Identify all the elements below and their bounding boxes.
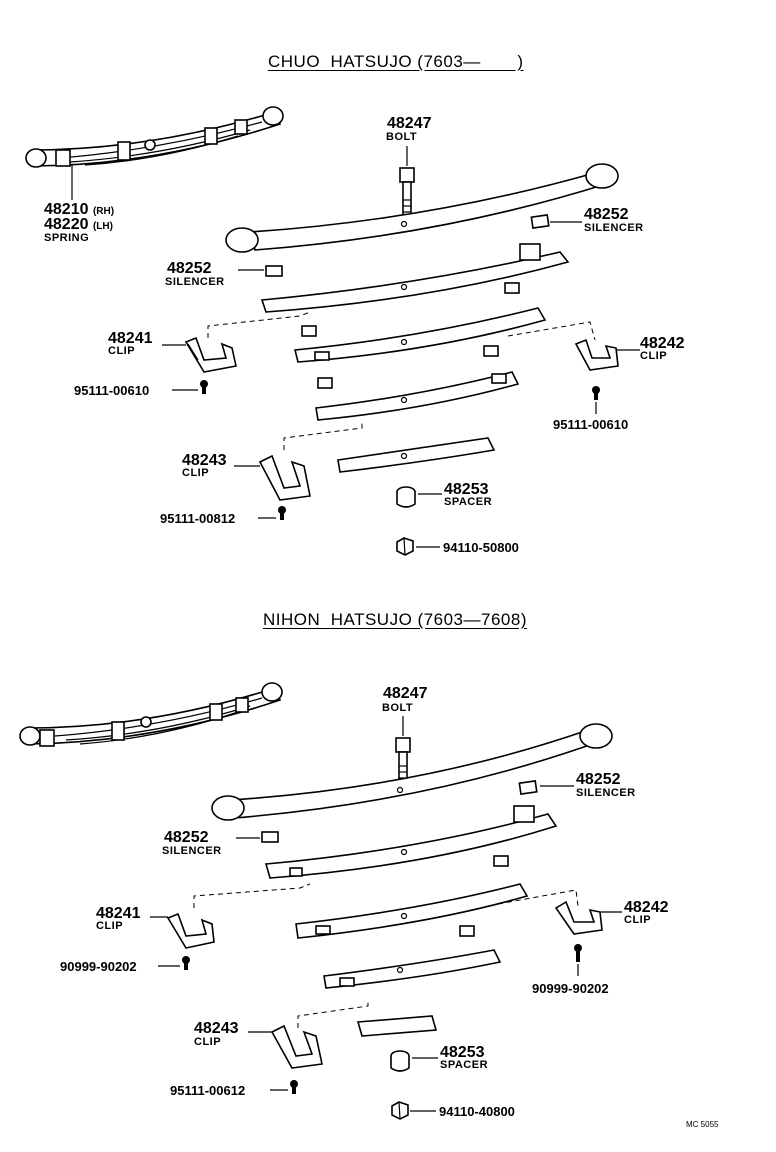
silencer-right-icon (518, 780, 538, 795)
part-number-rivet-right: 95111-00610 (553, 417, 629, 432)
silencer-icon (459, 925, 475, 937)
part-number-silencer-left: 48252 (164, 829, 209, 846)
part-name-spring: SPRING (44, 232, 90, 244)
center-bolt-icon (399, 167, 415, 221)
part-name-clip-right: CLIP (624, 914, 652, 926)
main-leaf-icon (211, 723, 613, 821)
spring-assembly-icon (19, 682, 283, 747)
part-number-nut: 94110-50800 (443, 540, 519, 555)
silencer-left-icon (261, 831, 279, 843)
part-number-rivet-right: 90999-90202 (532, 981, 609, 996)
spring-assembly-icon (25, 106, 284, 168)
silencer-icon (301, 325, 317, 337)
section-1-drawing (25, 106, 640, 556)
part-number-spacer: 48253 (444, 481, 489, 498)
section-title: CHUO HATSUJO (7603— ) (268, 52, 524, 71)
rivet-right-icon (592, 386, 600, 400)
clip-bottom-icon (258, 454, 311, 501)
rivet-bottom-icon (290, 1080, 298, 1094)
leaf-4-icon (323, 949, 502, 989)
section-title: NIHON HATSUJO (7603—7608) (263, 610, 527, 629)
part-number-rivet-left: 90999-90202 (60, 959, 137, 974)
rivet-left-icon (182, 956, 190, 970)
leaf-3-icon (293, 307, 547, 363)
clip-bottom-icon (270, 1024, 323, 1069)
silencer-icon (504, 282, 520, 294)
part-name-bolt: BOLT (382, 702, 414, 714)
part-number-bolt: 48247 (383, 685, 428, 702)
part-number-silencer-right: 48252 (584, 206, 629, 223)
clip-left-icon (184, 336, 237, 373)
part-number-clip-left: 48241 (108, 330, 153, 347)
part-name-clip-bottom: CLIP (194, 1036, 222, 1048)
part-number-spacer: 48253 (440, 1044, 485, 1061)
spacer-icon (396, 486, 416, 508)
leaf-4-icon (315, 371, 520, 421)
part-number-rivet-bottom: 95111-00812 (160, 511, 236, 526)
rivet-right-icon (574, 944, 582, 962)
part-name-clip-right: CLIP (640, 350, 668, 362)
part-name-bolt: BOLT (386, 131, 418, 143)
rivet-bottom-icon (278, 506, 286, 520)
silencer-icon (317, 377, 333, 389)
part-number-bolt: 48247 (387, 115, 432, 132)
part-number-nut: 94110-40800 (439, 1104, 515, 1119)
part-name-spacer: SPACER (444, 496, 493, 508)
clip-right-icon (554, 900, 603, 935)
part-number-spring-lh: 48220 (LH) (44, 216, 113, 233)
part-name-silencer-right: SILENCER (584, 222, 644, 234)
nut-icon (396, 537, 414, 556)
drawing-code: MC 5055 (686, 1120, 719, 1129)
part-number-spring: 48210 (RH) (44, 201, 115, 218)
rivet-left-icon (200, 380, 208, 394)
part-name-clip-bottom: CLIP (182, 467, 210, 479)
leaf-5-icon (337, 437, 496, 473)
leaf-5-icon (356, 1015, 438, 1037)
part-name-clip-left: CLIP (96, 920, 124, 932)
silencer-icon (493, 855, 509, 867)
spacer-icon (390, 1050, 410, 1072)
part-number-clip-right: 48242 (640, 335, 685, 352)
center-bolt-icon (395, 737, 411, 785)
silencer-icon (483, 345, 499, 357)
leaf-2-icon (264, 805, 558, 879)
part-number-clip-left: 48241 (96, 905, 141, 922)
main-leaf-icon (225, 163, 619, 253)
part-number-clip-bottom: 48243 (182, 452, 227, 469)
silencer-left-icon (265, 265, 283, 277)
nut-icon (391, 1101, 409, 1120)
part-number-rivet-bottom: 95111-00612 (170, 1083, 246, 1098)
part-name-spacer: SPACER (440, 1059, 489, 1071)
part-name-silencer-right: SILENCER (576, 787, 636, 799)
leaf-3-icon (295, 883, 529, 939)
part-number-clip-right: 48242 (624, 899, 669, 916)
part-number-silencer-left: 48252 (167, 260, 212, 277)
part-number-clip-bottom: 48243 (194, 1020, 239, 1037)
silencer-right-icon (530, 214, 550, 229)
part-name-silencer-left: SILENCER (162, 845, 222, 857)
part-name-silencer-left: SILENCER (165, 276, 225, 288)
part-number-silencer-right: 48252 (576, 771, 621, 788)
clip-right-icon (574, 338, 619, 371)
clip-left-icon (166, 912, 215, 949)
section-2-drawing (19, 682, 622, 1120)
leaf-2-icon (260, 243, 570, 313)
part-name-clip-left: CLIP (108, 345, 136, 357)
part-number-rivet-left: 95111-00610 (74, 383, 150, 398)
